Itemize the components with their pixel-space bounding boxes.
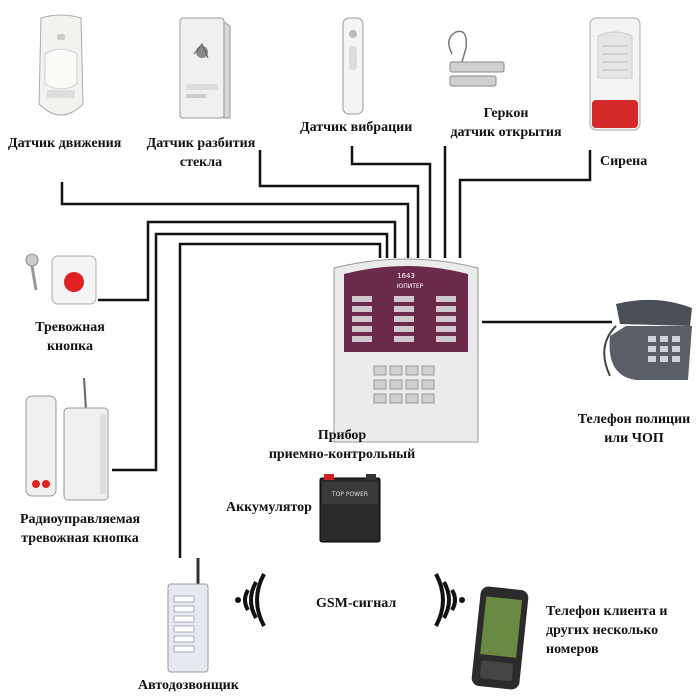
radio-panic-label: Радиоуправляемая тревожная кнопка [4, 510, 156, 548]
reed-label-line2: датчик открытия [450, 125, 562, 140]
battery-brand-text: TOP POWER [331, 491, 368, 498]
glass-break-label: Датчик разбития стекла [140, 134, 262, 172]
radio-panic-label-line1: Радиоуправляемая [19, 512, 141, 527]
reed-switch-icon [440, 28, 506, 92]
police-label-line2: или ЧОП [604, 431, 664, 446]
mobile-phone-icon [470, 586, 530, 690]
glass-break-label-line2: стекла [179, 155, 223, 170]
autodialer-label: Автодозвонщик [138, 678, 239, 693]
client-label-line2: других несколько [546, 623, 659, 638]
signal-waves-icon [230, 572, 270, 628]
gsm-signal-label: GSM-сигнал [316, 596, 397, 611]
vibration-sensor-icon [340, 16, 366, 116]
battery-label: Аккумулятор [226, 500, 312, 515]
police-label-line1: Телефон полиции [577, 412, 691, 427]
wire-autodialer [178, 242, 382, 558]
panic-label-line2: кнопка [46, 339, 94, 354]
motion-sensor-icon [35, 14, 87, 126]
wire-radio-panic [112, 232, 389, 472]
glass-break-label-line1: Датчик разбития [146, 136, 256, 151]
client-phone-label: Телефон клиента и других несколько номер… [546, 602, 667, 659]
siren-label: Сирена [600, 154, 648, 169]
battery-icon: TOP POWER [316, 472, 384, 546]
police-phone-icon [596, 296, 696, 392]
wire-siren [458, 150, 592, 258]
control-panel-icon: 1643 ЮПИТЕР [330, 256, 482, 446]
panic-button-label: Тревожная кнопка [20, 318, 120, 356]
vibration-sensor-label: Датчик вибрации [300, 120, 413, 135]
reed-switch-label: Геркон датчик открытия [440, 104, 572, 142]
panic-button-icon [20, 250, 100, 310]
panic-label-line1: Тревожная [35, 320, 105, 335]
police-phone-label: Телефон полиции или ЧОП [572, 410, 696, 448]
wire-motion-sensor [60, 182, 410, 258]
panel-label-line1: Прибор [317, 428, 367, 443]
signal-waves-icon [430, 572, 470, 628]
panel-label-line2: приемно-контрольный [268, 447, 416, 462]
siren-icon [588, 16, 642, 134]
wire-glass-break [258, 150, 420, 258]
panel-model-text: 1643 [397, 272, 415, 280]
wire-panic-button [98, 220, 397, 302]
panel-brand-text: ЮПИТЕР [397, 283, 424, 290]
radio-panic-label-line2: тревожная кнопка [21, 531, 139, 546]
autodialer-icon [166, 556, 210, 674]
motion-sensor-label: Датчик движения [8, 136, 122, 151]
glass-break-sensor-icon [176, 14, 232, 124]
control-panel-label: Прибор приемно-контрольный [262, 426, 422, 464]
reed-label-line1: Геркон [483, 106, 529, 121]
radio-panic-button-icon [22, 377, 114, 502]
client-label-line3: номеров [546, 642, 599, 657]
wire-vibration [350, 146, 432, 258]
client-label-line1: Телефон клиента и [546, 604, 668, 619]
